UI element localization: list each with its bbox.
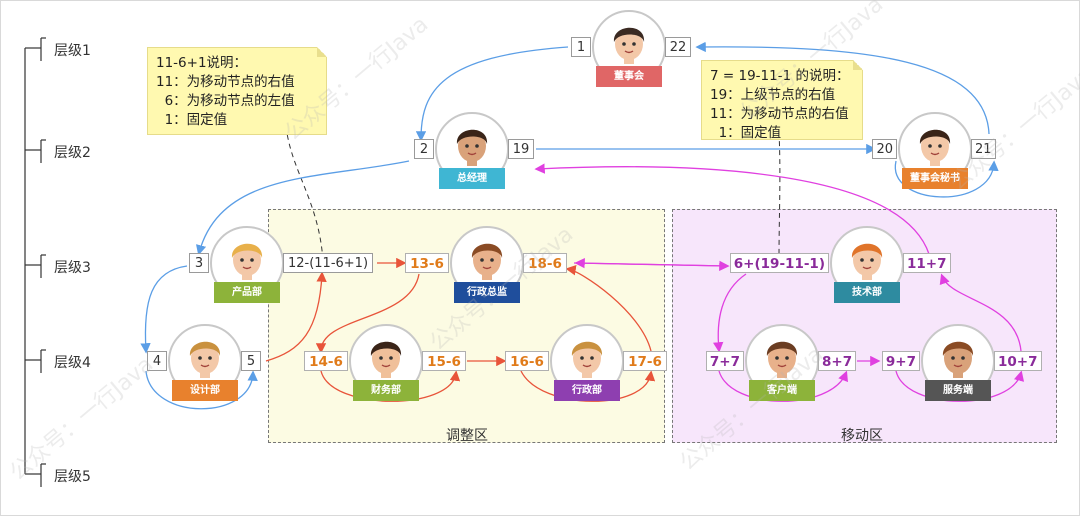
gm-left-value: 2 xyxy=(414,139,434,159)
tech-right-value: 11+7 xyxy=(903,253,951,273)
note-left-pointer xyxy=(285,125,324,262)
secretary-right-value: 21 xyxy=(971,139,996,159)
design-tag: 设计部 xyxy=(172,380,238,401)
level-bracket xyxy=(24,37,46,487)
level-4-label: 层级4 xyxy=(54,355,91,371)
admin-right-value: 17-6 xyxy=(623,351,667,371)
server-right-value: 10+7 xyxy=(994,351,1042,371)
server-tag: 服务端 xyxy=(925,380,991,401)
server-left-value: 9+7 xyxy=(881,351,920,371)
adminchief-tag: 行政总监 xyxy=(454,282,520,303)
adminchief-right-value: 18-6 xyxy=(523,253,567,273)
design-left-value: 4 xyxy=(147,351,167,371)
note-left: 11-6+1说明： 11：为移动节点的右值 6：为移动节点的左值 1：固定值 xyxy=(147,47,327,135)
admin-tag: 行政部 xyxy=(554,380,620,401)
move-zone-label: 移动区 xyxy=(841,428,883,444)
gm-tag: 总经理 xyxy=(439,168,505,189)
level-2-label: 层级2 xyxy=(54,145,91,161)
client-left-value: 7+7 xyxy=(705,351,744,371)
board-right-value: 22 xyxy=(665,37,691,57)
adminchief-left-value: 13-6 xyxy=(405,253,449,273)
product-tag: 产品部 xyxy=(214,282,280,303)
secretary-left-value: 20 xyxy=(872,139,897,159)
finance-right-value: 15-6 xyxy=(422,351,466,371)
client-tag: 客户端 xyxy=(749,380,815,401)
tech-left-value: 6+(19-11-1) xyxy=(729,253,829,273)
product-left-value: 3 xyxy=(189,253,209,273)
board-tag: 董事会 xyxy=(596,66,662,87)
admin-left-value: 16-6 xyxy=(505,351,549,371)
product-right-value: 12-(11-6+1) xyxy=(283,253,373,273)
design-right-value: 5 xyxy=(241,351,261,371)
client-right-value: 8+7 xyxy=(818,351,857,371)
level-5-label: 层级5 xyxy=(54,469,91,485)
finance-left-value: 14-6 xyxy=(304,351,348,371)
tech-tag: 技术部 xyxy=(834,282,900,303)
gm-right-value: 19 xyxy=(508,139,534,159)
level-1-label: 层级1 xyxy=(54,43,91,59)
board-left-value: 1 xyxy=(571,37,591,57)
note-right: 7 = 19-11-1 的说明： 19：上级节点的右值 11：为移动节点的右值 … xyxy=(701,60,863,141)
note-right-pointer xyxy=(778,131,781,259)
secretary-tag: 董事会秘书 xyxy=(902,168,968,189)
level-3-label: 层级3 xyxy=(54,260,91,276)
finance-tag: 财务部 xyxy=(353,380,419,401)
adjust-zone-label: 调整区 xyxy=(446,428,488,444)
